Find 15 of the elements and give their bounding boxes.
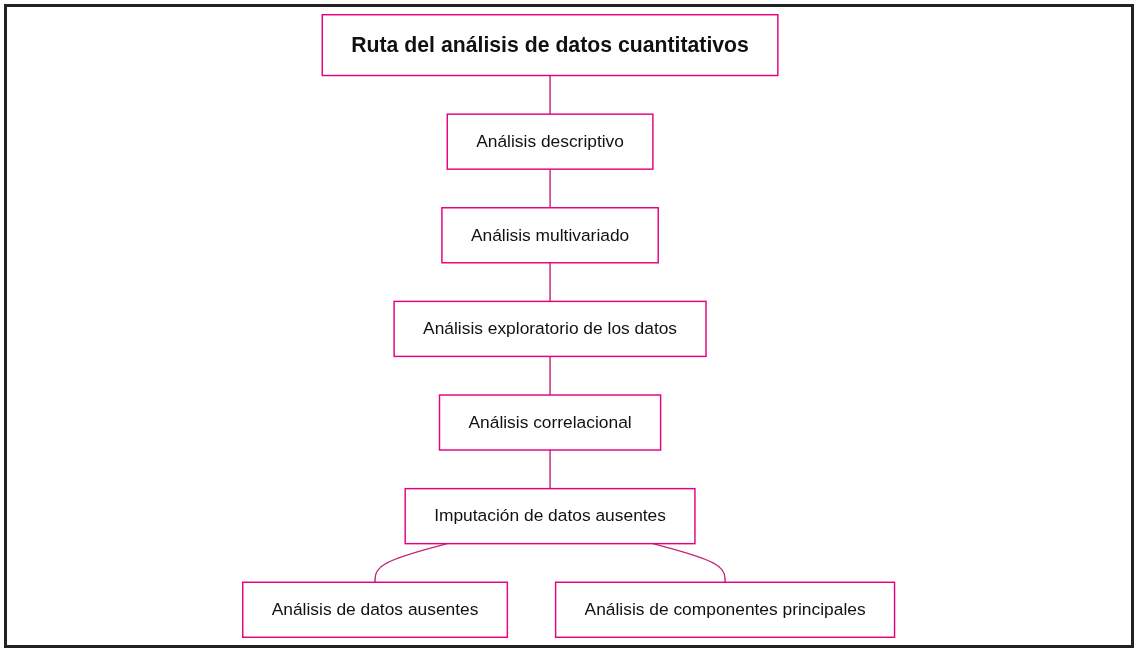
node-box — [439, 394, 662, 451]
connector — [549, 168, 552, 209]
connector — [549, 355, 552, 396]
connector — [549, 262, 552, 303]
node-box — [555, 581, 896, 638]
node-box — [441, 207, 660, 264]
diagram-frame: Ruta del análisis de datos cuantitativos Análisis descriptivo Análisis multivariado Análisis exploratorio de los datos Análisis correlacional Imputación de datos ausentes Análisis de datos ausentes Análisis de componentes principales — [4, 4, 1134, 648]
node-box — [393, 300, 708, 358]
node-box — [404, 487, 696, 545]
node-box — [242, 581, 509, 638]
connector — [652, 542, 727, 583]
node-box — [446, 113, 654, 170]
node-box — [321, 14, 779, 77]
connector — [549, 449, 552, 490]
connector — [549, 74, 552, 115]
